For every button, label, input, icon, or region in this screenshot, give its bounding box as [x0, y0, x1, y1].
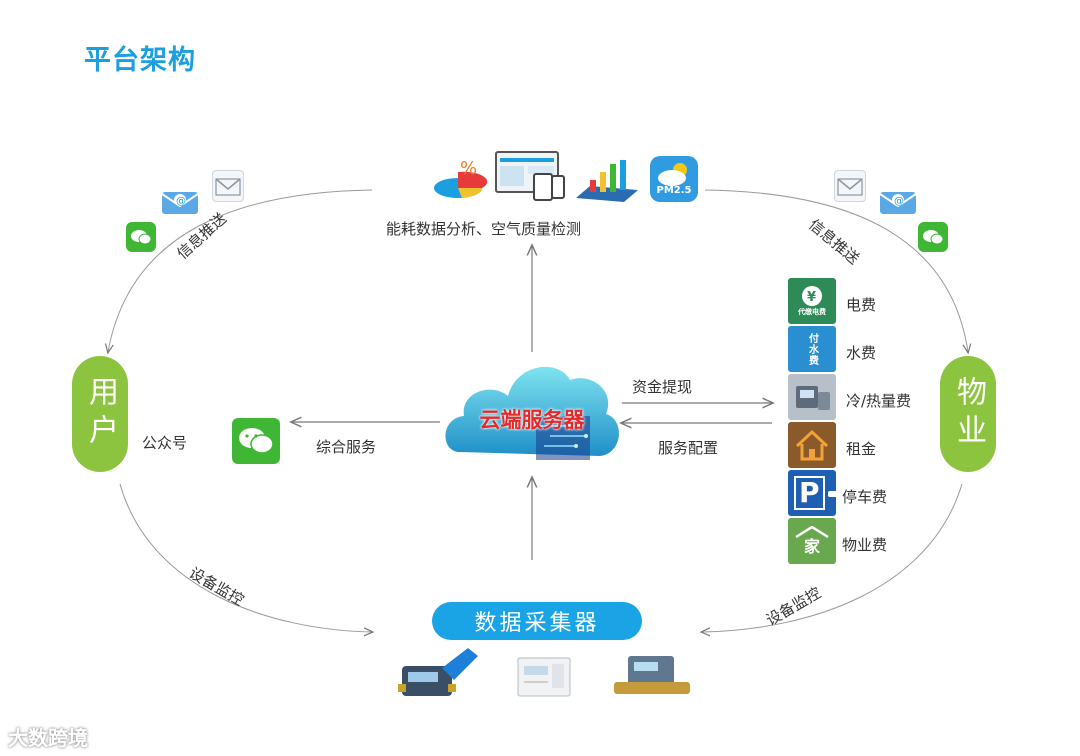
arc-top-left [108, 189, 373, 352]
cloud-server-icon: 云端服务器 [440, 356, 624, 470]
electric-meter-icon [516, 656, 572, 698]
parking-icon: P [788, 470, 836, 516]
arc-bottom-right [702, 483, 963, 632]
fee-item-rent: 租金 [788, 422, 928, 470]
pie-chart-icon: % [432, 158, 488, 202]
wechat-icon-left [126, 222, 156, 252]
svg-text:%: % [460, 158, 477, 179]
pm25-label: PM2.5 [656, 185, 692, 196]
email-at-icon: @ [158, 186, 202, 218]
bar-chart-3d-icon [574, 158, 640, 202]
fee-label-rent: 租金 [846, 440, 877, 458]
cloud-server-label: 云端服务器 [479, 408, 585, 432]
service-config-label: 服务配置 [658, 439, 719, 457]
fee-label-heat: 冷/热量费 [846, 392, 912, 410]
fee-label-property: 物业费 [842, 536, 888, 554]
water-fee-icon: 付水费 [788, 326, 836, 372]
property-fee-icon: 家 [788, 518, 836, 564]
integrated-service-label: 综合服务 [316, 438, 377, 456]
fund-withdraw-label: 资金提现 [632, 378, 693, 396]
fee-item-parking: P 停车费 [788, 470, 928, 518]
water-meter-icon [398, 646, 480, 702]
svg-text:¥: ¥ [807, 290, 816, 305]
page-title: 平台架构 [84, 45, 196, 76]
fee-label-water: 水费 [846, 344, 877, 362]
fee-label-electricity: 电费 [846, 296, 877, 314]
user-node: 用户 [72, 356, 128, 472]
svg-text:@: @ [894, 196, 904, 207]
wechat-icon-right [918, 222, 948, 252]
envelope-icon [212, 170, 244, 202]
property-node: 物业 [940, 356, 996, 472]
property-node-label: 物业 [951, 376, 986, 452]
arc-top-right [704, 189, 968, 352]
top-analysis-label: 能耗数据分析、空气质量检测 [386, 220, 582, 238]
fee-item-heat: 冷/热量费 [788, 374, 928, 422]
svg-text:@: @ [176, 196, 186, 207]
wechat-public-account-icon [232, 418, 280, 464]
email-at-icon-right: @ [876, 186, 920, 218]
pm25-weather-icon: PM2.5 [650, 156, 698, 202]
arc-bottom-left [119, 483, 372, 632]
heat-fee-icon [788, 374, 836, 420]
fee-item-property: 家 物业费 [788, 518, 928, 566]
rent-house-icon [788, 422, 836, 468]
fee-label-parking: 停车费 [842, 488, 888, 506]
fee-item-electricity: ¥ 代缴电费 电费 [788, 278, 928, 326]
envelope-icon-right [834, 170, 866, 202]
public-account-label: 公众号 [142, 434, 188, 452]
watermark-logo: 大数跨境 [8, 726, 88, 750]
heat-meter-icon [614, 652, 690, 700]
electricity-fee-icon: ¥ 代缴电费 [788, 278, 836, 324]
dashboard-devices-icon [494, 150, 568, 202]
user-node-label: 用户 [83, 376, 118, 452]
data-collector-badge: 数据采集器 [432, 602, 642, 640]
fee-item-water: 付水费 水费 [788, 326, 928, 374]
